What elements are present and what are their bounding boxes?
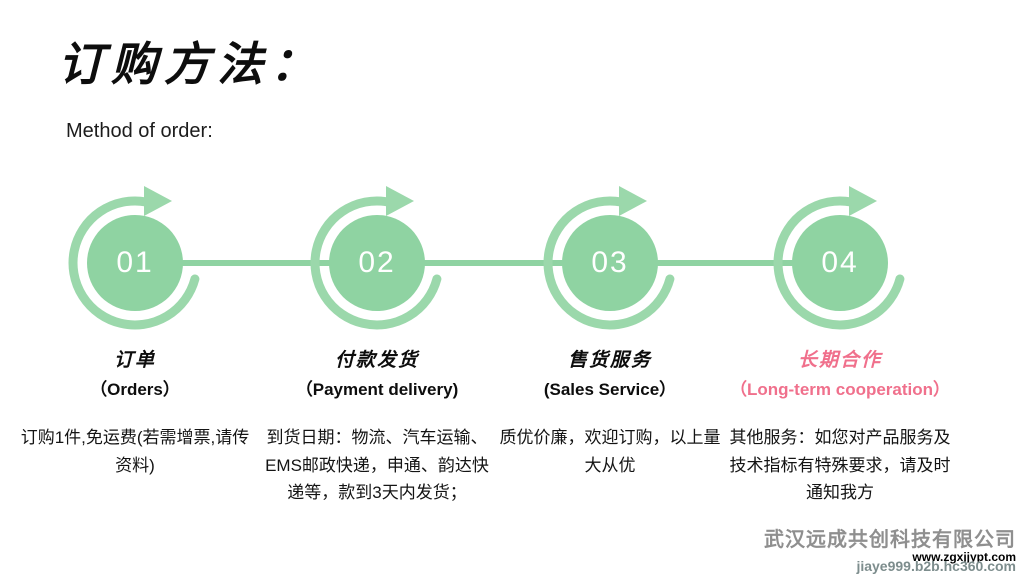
watermark-company: 武汉远成共创科技有限公司 bbox=[764, 529, 1016, 552]
circular-arrow-icon bbox=[68, 186, 200, 330]
step-title-zh: 售货服务 bbox=[567, 349, 652, 371]
step-title-zh: 付款发货 bbox=[334, 349, 419, 371]
circular-arrow-icon bbox=[543, 186, 675, 330]
circular-arrow-icon bbox=[310, 186, 442, 330]
step-description: 到货日期：物流、汽车运输、EMS邮政快递，申通、韵达快递等，款到3天内发货； bbox=[265, 428, 489, 503]
connector-line bbox=[135, 260, 841, 266]
step-title-en: (Sales Service） bbox=[543, 380, 677, 399]
page-title: 订购方法： bbox=[58, 37, 323, 91]
step-02: 02 付款发货 （Payment delivery) 到货日期：物流、汽车运输、… bbox=[252, 185, 502, 507]
step-title-en: （Orders） bbox=[90, 380, 180, 399]
step-description: 订购1件,免运费(若需增票,请传资料) bbox=[20, 428, 250, 475]
step-title-en: （Long-term cooperation） bbox=[729, 380, 951, 399]
step-01-graphic: 01 bbox=[60, 185, 210, 335]
step-description: 质优价廉，欢迎订购，以上量大从优 bbox=[499, 428, 721, 475]
step-number-disc bbox=[562, 215, 658, 311]
step-02-graphic: 02 bbox=[302, 185, 452, 335]
watermark-url-primary: www.zgxjjypt.com bbox=[912, 550, 1016, 565]
step-number-disc bbox=[87, 215, 183, 311]
step-04-graphic: 04 bbox=[765, 185, 915, 335]
step-title-zh: 长期合作 bbox=[797, 349, 882, 371]
step-title-en: （Payment delivery) bbox=[295, 380, 459, 399]
step-03: 03 售货服务 (Sales Service） 质优价廉，欢迎订购，以上量大从优 bbox=[485, 185, 735, 479]
step-number: 03 bbox=[591, 246, 629, 279]
step-number-disc bbox=[329, 215, 425, 311]
step-number: 01 bbox=[116, 246, 154, 279]
step-01: 01 订单 （Orders） 订购1件,免运费(若需增票,请传资料) bbox=[10, 185, 260, 479]
step-number: 04 bbox=[821, 246, 859, 279]
watermark-url-secondary: jiaye999.b2b.hc360.com bbox=[856, 557, 1016, 574]
step-03-graphic: 03 bbox=[535, 185, 685, 335]
circular-arrow-icon bbox=[773, 186, 905, 330]
step-number-disc bbox=[792, 215, 888, 311]
step-description: 其他服务：如您对产品服务及技术指标有特殊要求，请及时通知我方 bbox=[729, 428, 951, 503]
step-title-zh: 订单 bbox=[113, 349, 156, 371]
step-04: 04 长期合作 （Long-term cooperation） 其他服务：如您对… bbox=[715, 185, 965, 507]
page-subtitle: Method of order: bbox=[66, 120, 213, 142]
step-number: 02 bbox=[358, 246, 396, 279]
watermark: 武汉远成共创科技有限公司 www.zgxjjypt.com jiaye999.b… bbox=[764, 529, 1016, 574]
